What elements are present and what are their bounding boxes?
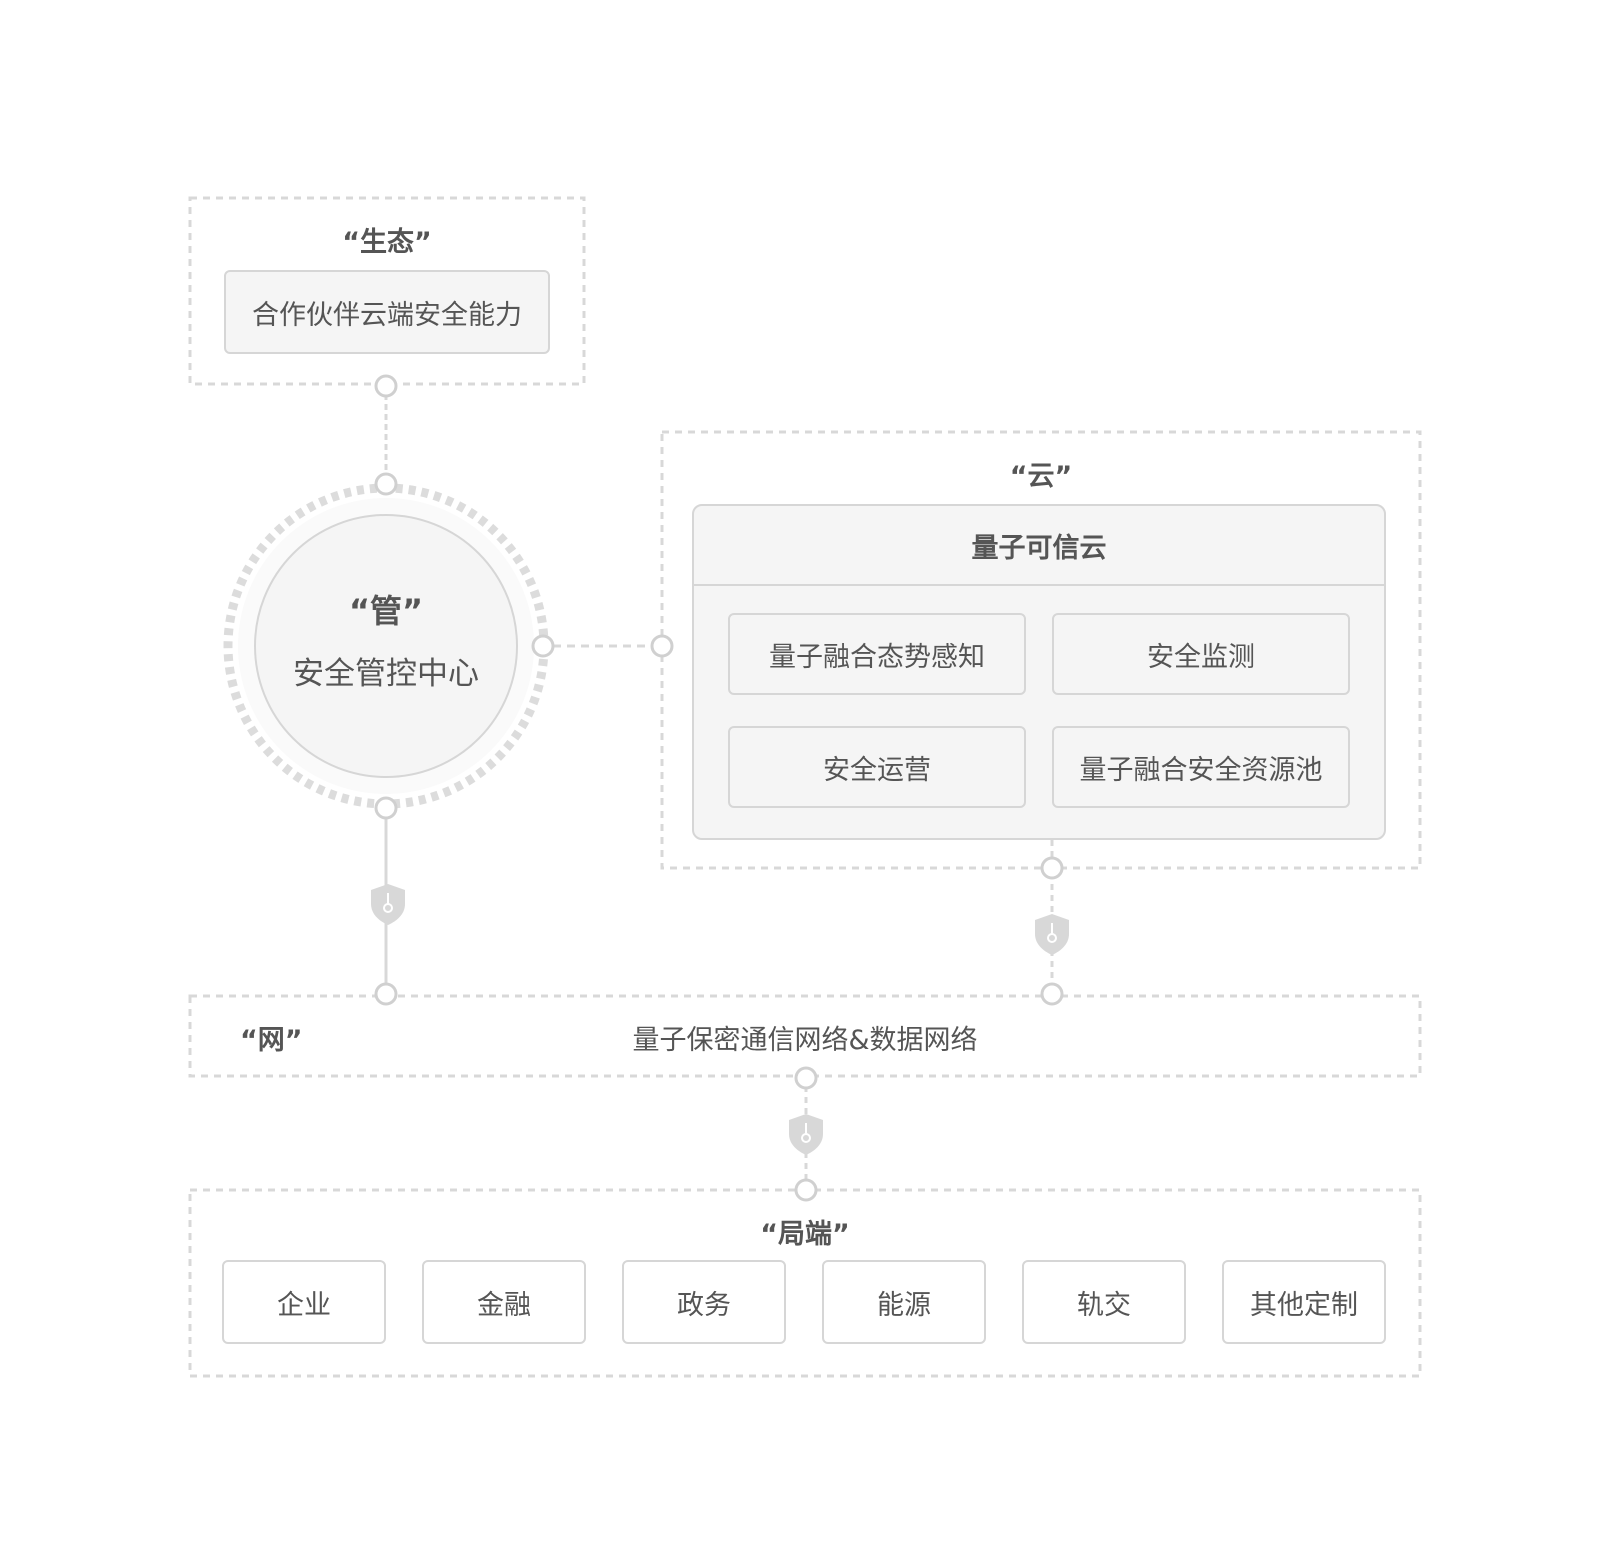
edge-item: 能源: [822, 1260, 986, 1344]
cloud-item: 安全监测: [1052, 613, 1350, 695]
management-title: “管”: [348, 592, 424, 630]
network-label: 量子保密通信网络&数据网络: [632, 1025, 978, 1056]
connector-node-icon: [374, 982, 398, 1006]
cloud-item: 量子融合态势感知: [728, 613, 1026, 695]
cloud-title: “云”: [1009, 461, 1073, 492]
connector-node-icon: [794, 1066, 818, 1090]
connector-node-icon: [374, 472, 398, 496]
ecosystem-frame: [188, 196, 586, 386]
shield-key-icon: [1035, 914, 1069, 955]
connector-node-icon: [794, 1178, 818, 1202]
connector-node-icon: [531, 634, 555, 658]
edge-title: “局端”: [760, 1219, 850, 1250]
edge-item: 企业: [222, 1260, 386, 1344]
network-title: “网”: [240, 1025, 303, 1056]
edge-item: 其他定制: [1222, 1260, 1386, 1344]
edge-item: 政务: [622, 1260, 786, 1344]
connector-node-icon: [1040, 982, 1064, 1006]
connector-node-icon: [650, 634, 674, 658]
shield-key-icon: [371, 884, 405, 925]
connector-node-icon: [1040, 856, 1064, 880]
shield-key-icon: [789, 1114, 823, 1155]
ecosystem-title: “生态”: [342, 227, 432, 258]
connector-node-icon: [374, 796, 398, 820]
ecosystem-item: 合作伙伴云端安全能力: [224, 270, 550, 354]
management-hub: [254, 514, 518, 778]
cloud-panel-title: 量子可信云: [694, 506, 1384, 586]
cloud-item: 量子融合安全资源池: [1052, 726, 1350, 808]
edge-item: 轨交: [1022, 1260, 1186, 1344]
edge-item: 金融: [422, 1260, 586, 1344]
connector-node-icon: [374, 374, 398, 398]
cloud-item: 安全运营: [728, 726, 1026, 808]
management-subtitle: 安全管控中心: [293, 656, 479, 692]
